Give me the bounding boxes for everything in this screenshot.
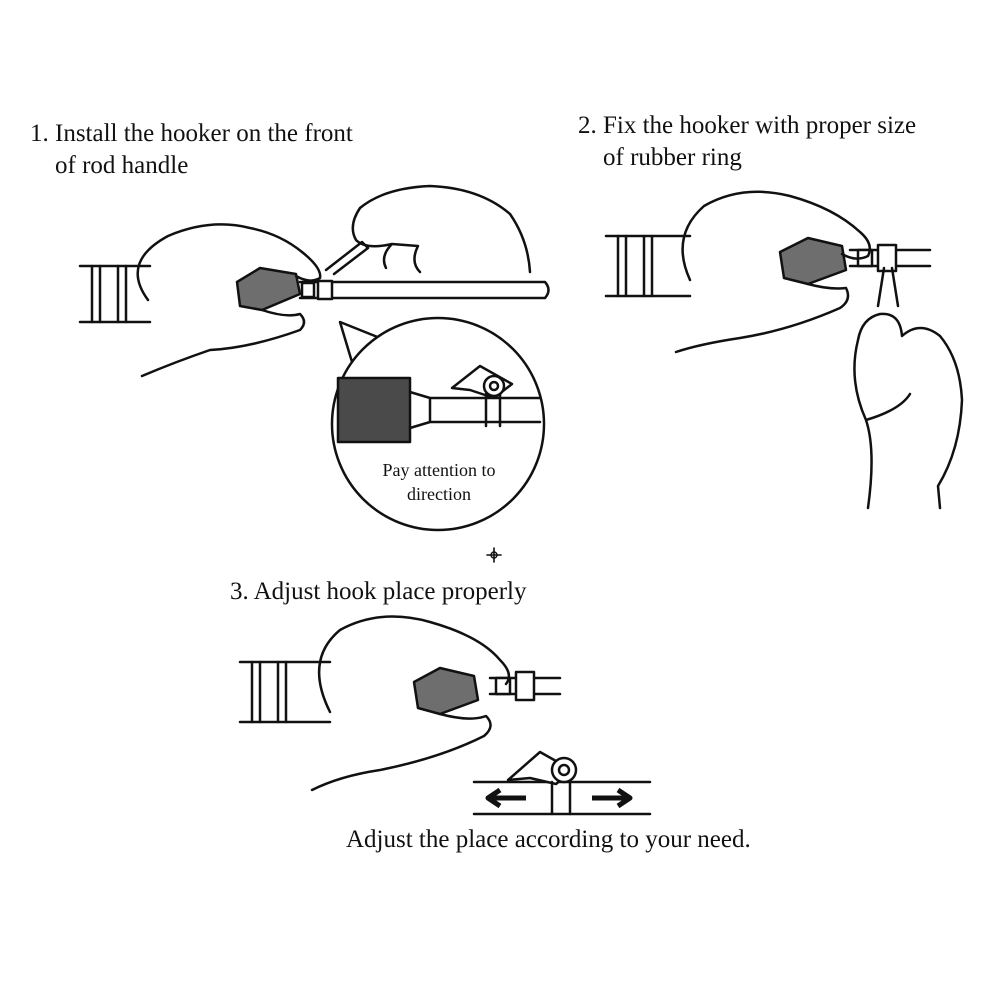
adjust-caption: Adjust the place according to your need. xyxy=(346,826,751,853)
hooker-2 xyxy=(856,243,900,308)
hooker-1 xyxy=(300,240,370,301)
callout-bubble xyxy=(330,316,546,532)
panel-1-illustration xyxy=(78,184,550,532)
step-3-line-1: 3. Adjust hook place properly xyxy=(230,578,527,605)
callout-line-2: direction xyxy=(407,484,471,504)
rod-grip-1 xyxy=(235,266,302,312)
panel-3-illustration xyxy=(238,615,652,816)
arrow-left-icon xyxy=(485,787,526,809)
arrow-right-icon xyxy=(592,787,633,809)
adjust-diagram xyxy=(472,750,652,816)
callout-text: Pay attention to direction xyxy=(344,458,534,506)
callout-line-1: Pay attention to xyxy=(382,460,496,480)
step-1-line-2: of rod handle xyxy=(55,152,189,179)
step-2-line-1: 2. Fix the hooker with proper size xyxy=(578,112,917,139)
left-hand-2 xyxy=(674,190,871,354)
rod-grip-3 xyxy=(412,666,480,716)
step-1-line-1: 1. Install the hooker on the front xyxy=(30,120,353,147)
rod-grip-2 xyxy=(778,236,848,286)
crosshair-icon xyxy=(486,547,502,563)
step-1-title: 1. Install the hooker on the front of ro… xyxy=(30,118,353,182)
left-hand-1 xyxy=(136,223,322,378)
right-hand-1 xyxy=(351,184,532,274)
hooker-3 xyxy=(494,670,536,702)
step-3-title: 3. Adjust hook place properly xyxy=(230,576,526,608)
right-hand-2 xyxy=(853,312,964,510)
step-2-line-2: of rubber ring xyxy=(603,144,742,171)
rod-handle-3 xyxy=(238,660,562,724)
hand-3 xyxy=(310,615,511,792)
step-2-title: 2. Fix the hooker with proper size of ru… xyxy=(578,110,916,174)
panel-2-illustration xyxy=(604,190,964,510)
